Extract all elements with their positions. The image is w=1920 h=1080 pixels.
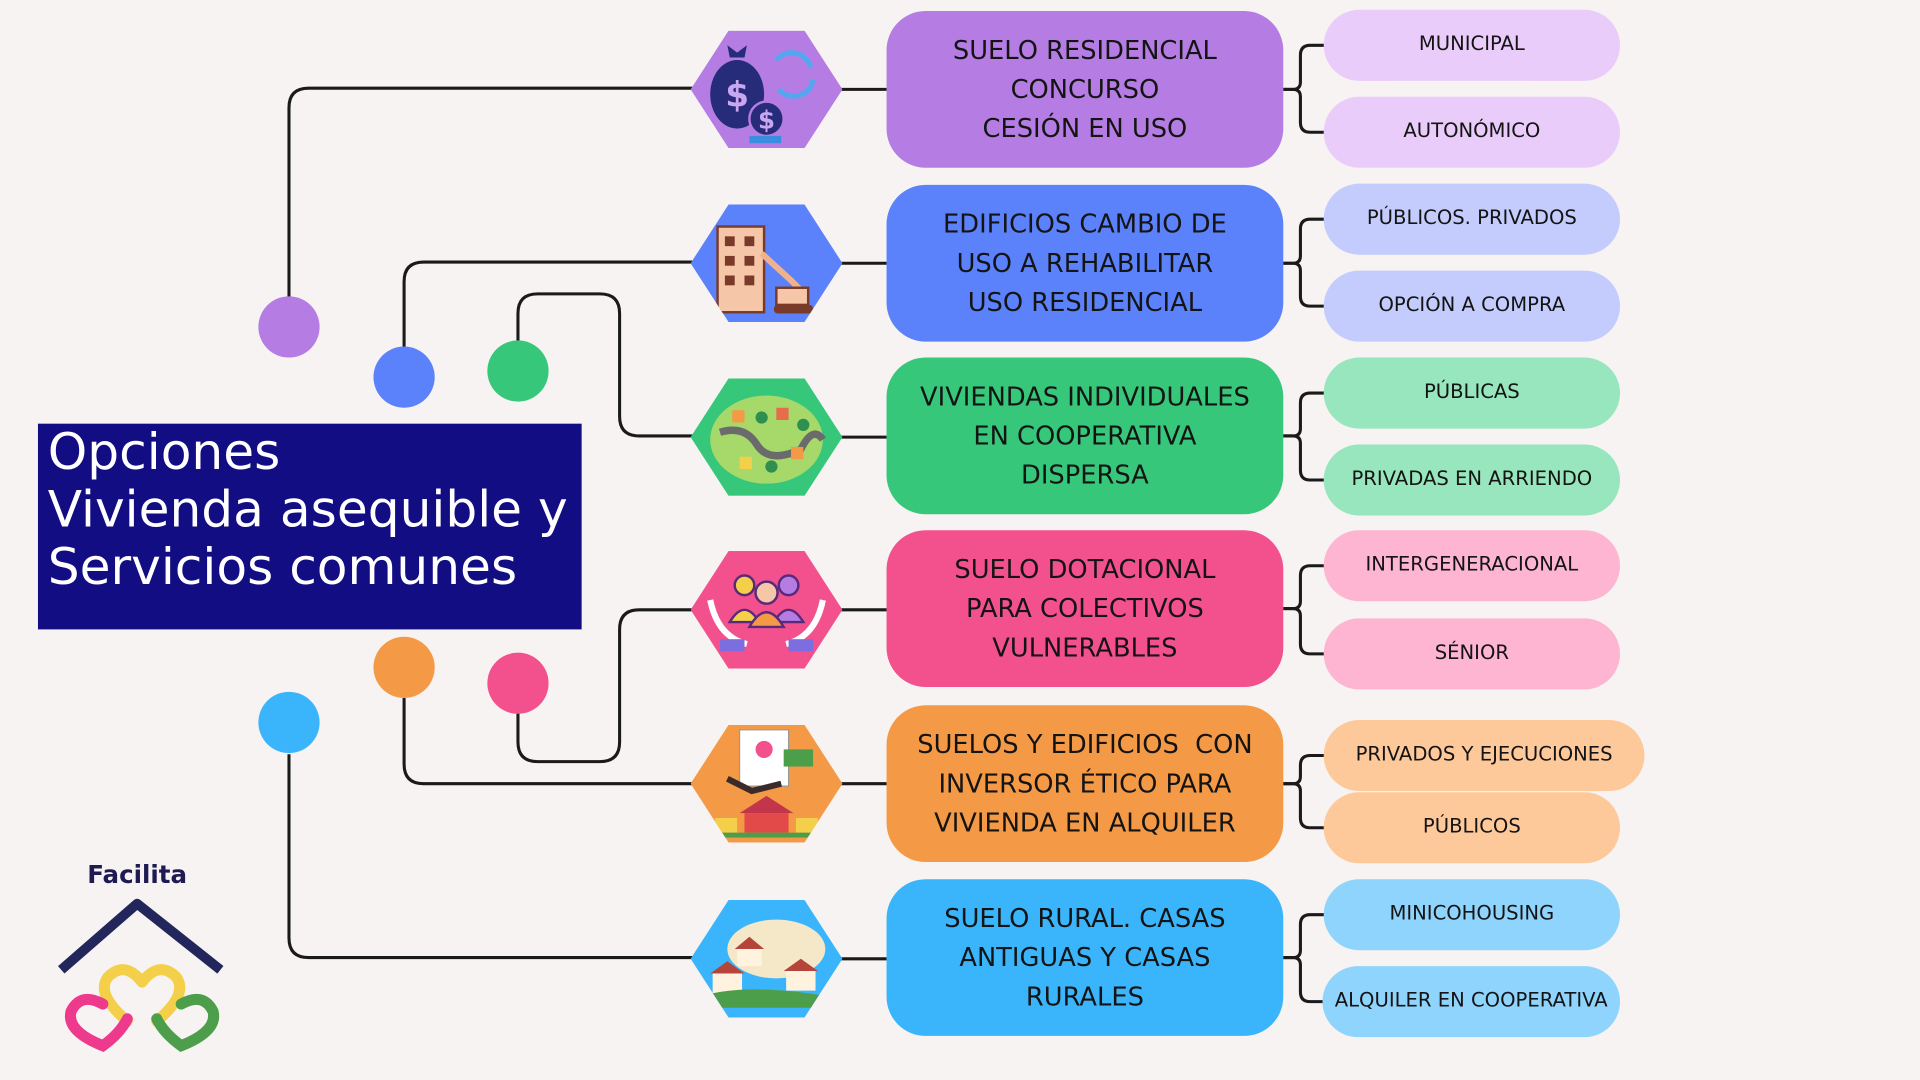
facilita-house-hearts-icon (58, 898, 224, 1052)
connector-line (1283, 753, 1325, 786)
connector-line (287, 86, 694, 301)
option-pill: SÉNIOR (1323, 618, 1621, 690)
node-dot (258, 691, 320, 754)
option-pill: MUNICIPAL (1323, 9, 1621, 81)
category-line: SUELO RURAL. CASAS (944, 903, 1226, 934)
category-line: PARA COLECTIVOS (966, 593, 1204, 624)
connector-line (516, 292, 694, 438)
category-line: VIVIENDAS INDIVIDUALES (920, 382, 1250, 412)
contract-house-icon (690, 724, 843, 843)
option-pill: MINICOHOUSING (1323, 879, 1621, 951)
category-line: VIVIENDA EN ALQUILER (934, 808, 1236, 838)
connector-line (1283, 391, 1325, 438)
connector-line (287, 754, 694, 960)
connector-line (1283, 607, 1325, 656)
option-pill: PÚBLICOS. PRIVADOS (1323, 183, 1621, 255)
option-pill: INTERGENERACIONAL (1323, 530, 1621, 602)
category-line: EN COOPERATIVA (973, 421, 1197, 451)
connector-line (1283, 261, 1325, 308)
category-line: CONCURSO (1010, 74, 1160, 105)
category-box: EDIFICIOS CAMBIO DE USO A REHABILITAR USO … (886, 184, 1284, 342)
category-line: USO A REHABILITAR (956, 248, 1214, 278)
node-dot (487, 652, 549, 714)
category-line: SUELO RESIDENCIAL (952, 35, 1217, 65)
connector-line (1283, 87, 1325, 134)
village-map-icon (690, 378, 843, 496)
connector-line (1283, 564, 1325, 611)
category-line: EDIFICIOS CAMBIO DE (943, 209, 1227, 239)
category-box: VIVIENDAS INDIVIDUALES EN COOPERATIVA DISP… (886, 357, 1284, 515)
building-crane-icon (690, 204, 843, 323)
connector-line (402, 697, 694, 786)
facilita-logo: Facilita (54, 857, 238, 1053)
node-dot (487, 340, 549, 402)
category-box: SUELOS Y EDIFICIOS CON INVERSOR ÉTICO PAR… (886, 705, 1284, 863)
title-line-1: Opciones (47, 423, 281, 482)
option-pill: PÚBLICAS (1323, 357, 1621, 429)
money-bag-cycle-icon: $ $ (690, 30, 843, 149)
option-pill: OPCIÓN A COMPRA (1323, 270, 1621, 342)
connector-line (516, 608, 694, 764)
category-line: VULNERABLES (992, 633, 1178, 663)
category-line: SUELO DOTACIONAL (954, 554, 1216, 585)
connector-line (1283, 782, 1325, 830)
connector-line (1283, 956, 1325, 1004)
logo-name: Facilita (87, 859, 188, 889)
connector-line (1283, 43, 1325, 91)
node-dot (373, 346, 435, 408)
category-line: ANTIGUAS Y CASAS (959, 942, 1211, 973)
category-line: CESIÓN EN USO (982, 113, 1188, 144)
connector-line (1283, 434, 1325, 482)
category-box: SUELO DOTACIONAL PARA COLECTIVOS VULNERABL… (886, 530, 1284, 687)
connector-line (1283, 217, 1325, 265)
category-box: SUELO RESIDENCIAL CONCURSO CESIÓN EN USO (886, 11, 1284, 168)
node-dot (258, 296, 320, 358)
category-line: DISPERSA (1021, 460, 1149, 490)
category-box: SUELO RURAL. CASAS ANTIGUAS Y CASAS RURALE… (886, 879, 1284, 1036)
node-dot (373, 636, 435, 698)
option-pill: AUTONÓMICO (1323, 96, 1621, 168)
diagram-title: Opciones Vivienda asequible y Servicios … (37, 423, 582, 630)
option-pill: PRIVADAS EN ARRIENDO (1323, 444, 1621, 516)
option-pill: ALQUILER EN COOPERATIVA (1322, 966, 1621, 1038)
connector-line (1283, 913, 1325, 960)
category-line: RURALES (1025, 982, 1144, 1012)
svg-text:$: $ (725, 76, 749, 116)
category-line: USO RESIDENCIAL (967, 287, 1203, 318)
category-line: SUELOS Y EDIFICIOS CON (917, 729, 1253, 760)
category-line: INVERSOR ÉTICO PARA (938, 768, 1232, 799)
svg-text:$: $ (758, 106, 775, 135)
option-pill: PÚBLICOS (1323, 792, 1621, 864)
option-pill: PRIVADOS Y EJECUCIONES (1323, 720, 1645, 792)
title-line-3: Servicios comunes (47, 537, 518, 597)
connector-line (402, 260, 694, 348)
title-line-2: Vivienda asequible y (47, 480, 568, 539)
